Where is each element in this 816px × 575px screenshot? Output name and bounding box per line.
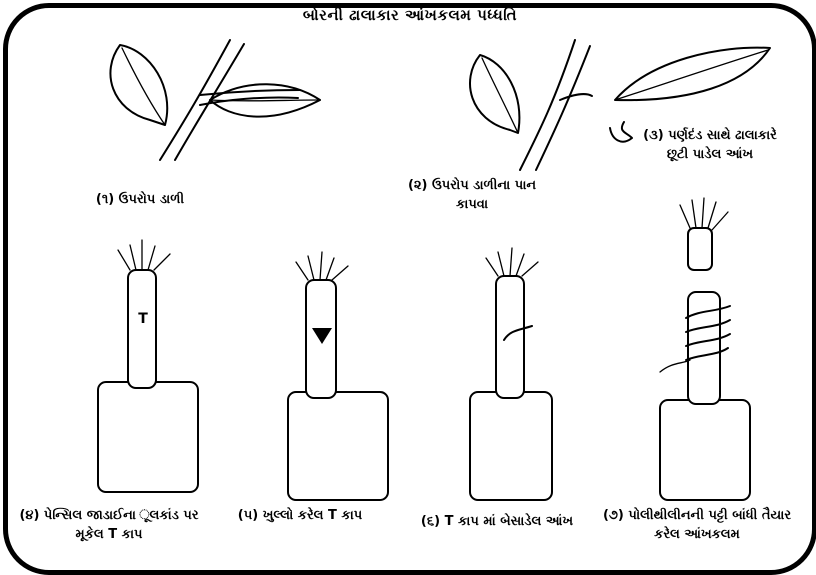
caption-6: (૬) T કાપ માં બેસાડેલ આંખ xyxy=(402,512,592,531)
bud-piece-drawing xyxy=(680,198,728,270)
caption-7: (૭) પોલીથીલીનની પટ્ટી બાંધી તૈયાર કરેલ આ… xyxy=(600,506,794,544)
scion-branch-drawing xyxy=(110,40,320,160)
diagram-title: બોરની ઢાલાકાર આંખકલમ પધ્ધતિ xyxy=(180,6,640,24)
rootstock-4-drawing xyxy=(98,240,198,492)
caption-5: (૫) ખુલ્લો કરેલ T કાપ xyxy=(222,506,378,525)
caption-3: (૩) પર્ણદંડ સાથે ઢાલાકારે છૂટી પાડેલ આંખ xyxy=(640,126,780,164)
rootstock-7-drawing xyxy=(660,292,750,500)
rootstock-5-drawing xyxy=(288,252,388,500)
caption-4: (૪) પેન્સિલ જાડાઈના ૂલકાંડ પર મૂકેલ T કા… xyxy=(16,506,202,544)
caption-1: (૧) ઉપરોપ ડાળી xyxy=(60,190,220,209)
stem-t-mark: T xyxy=(134,310,152,329)
leaf-cut-drawing xyxy=(470,40,592,170)
rootstock-6-drawing xyxy=(470,248,552,500)
caption-2: (૨) ઉપરોપ ડાળીના પાન કાપવા xyxy=(392,176,552,214)
